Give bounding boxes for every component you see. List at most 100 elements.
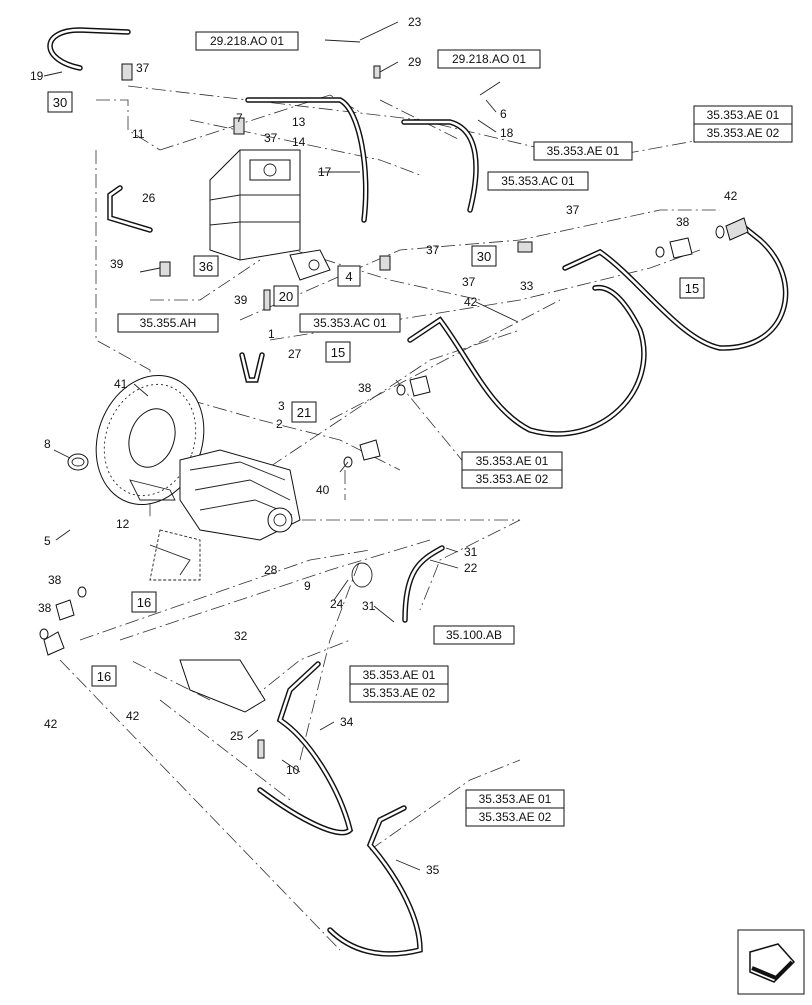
callout-label: 8	[44, 437, 51, 451]
pump-assembly	[149, 449, 301, 581]
callout-label: 37	[264, 131, 278, 145]
callout-label: 29	[408, 55, 422, 69]
ref-box: 35.353.AE 02	[465, 807, 565, 827]
ref-box-label: 35.353.AE 01	[707, 108, 780, 122]
callout-label: 33	[520, 279, 534, 293]
ref-box: 35.100.AB	[433, 625, 515, 645]
group-box: 16	[91, 665, 117, 687]
ref-box: 29.218.AO 01	[437, 49, 541, 69]
hoses	[47, 27, 789, 957]
group-box-label: 21	[297, 405, 311, 420]
ref-box-label: 35.353.AE 01	[547, 144, 620, 158]
callout-label: 24	[330, 597, 344, 611]
flywheel-housing	[95, 374, 205, 506]
routing-lines	[59, 85, 720, 951]
callout-label: 37	[136, 61, 150, 75]
group-box-label: 15	[685, 281, 699, 296]
ref-box: 35.355.AH	[117, 313, 219, 333]
seal-ring	[67, 453, 89, 471]
callout-label: 2	[276, 417, 283, 431]
ref-box-label: 35.353.AC 01	[501, 174, 575, 188]
control-valve	[209, 149, 331, 281]
ref-box: 35.353.AE 01	[349, 665, 449, 685]
callout-label: 37	[426, 243, 440, 257]
ref-box: 35.353.AE 02	[461, 469, 563, 489]
ref-box: 35.353.AE 01	[693, 105, 793, 125]
callout-label: 5	[44, 534, 51, 548]
callout-label: 11	[132, 127, 145, 141]
ref-box: 35.353.AE 02	[349, 683, 449, 703]
ref-box-label: 35.353.AE 01	[363, 668, 436, 682]
group-box: 30	[47, 91, 73, 113]
callout-label: 25	[230, 729, 244, 743]
group-box-label: 16	[137, 595, 151, 610]
callout-label: 12	[116, 517, 130, 531]
leader-lines	[43, 21, 519, 871]
reference-boxes: 29.218.AO 01 29.218.AO 01 35.353.AE 01 3…	[117, 31, 793, 827]
group-box: 36	[193, 255, 219, 277]
nav-arrow-icon	[737, 929, 805, 995]
callout-label: 38	[676, 215, 690, 229]
seal-ring-inner	[71, 457, 85, 467]
small-parts	[39, 39, 749, 759]
group-box-label: 16	[97, 669, 111, 684]
callout-label: 42	[44, 717, 58, 731]
callout-label: 1	[268, 327, 275, 341]
ref-box: 35.353.AC 01	[299, 313, 401, 333]
ref-box-label: 35.353.AE 02	[707, 126, 780, 140]
ref-box: 35.353.AC 01	[487, 171, 589, 191]
callout-label: 31	[362, 599, 376, 613]
callout-label: 27	[288, 347, 302, 361]
callout-label: 39	[110, 257, 124, 271]
callout-label: 7	[236, 111, 243, 125]
callout-label: 6	[500, 107, 507, 121]
callout-label: 28	[264, 563, 278, 577]
callout-label: 23	[408, 15, 422, 29]
callout-label: 26	[142, 191, 156, 205]
ref-box-label: 35.353.AC 01	[313, 316, 387, 330]
callout-label: 22	[464, 561, 478, 575]
ref-box-label: 29.218.AO 01	[210, 34, 284, 48]
ref-box: 35.353.AE 01	[465, 789, 565, 809]
ref-box: 35.353.AE 02	[693, 123, 793, 143]
callout-label: 41	[114, 377, 128, 391]
group-box-label: 30	[477, 249, 491, 264]
callout-label: 32	[234, 629, 248, 643]
callout-label: 9	[304, 579, 311, 593]
callout-label: 34	[340, 715, 354, 729]
callout-label: 19	[30, 69, 44, 83]
group-box: 15	[679, 277, 705, 299]
ref-box-label: 35.100.AB	[446, 628, 502, 642]
ref-box: 35.353.AE 01	[533, 141, 633, 161]
group-box: 21	[291, 401, 317, 423]
group-box-label: 30	[53, 95, 67, 110]
callout-label: 37	[566, 203, 580, 217]
group-box-label: 20	[279, 289, 293, 304]
ref-box-label: 35.353.AE 01	[476, 454, 549, 468]
group-box-label: 36	[199, 259, 213, 274]
ref-box-label: 29.218.AO 01	[452, 52, 526, 66]
group-box: 4	[337, 265, 361, 287]
callout-label: 40	[316, 483, 330, 497]
group-box: 16	[131, 591, 157, 613]
callout-label: 31	[464, 545, 478, 559]
group-box: 30	[471, 245, 497, 267]
ref-box-label: 35.353.AE 02	[479, 810, 552, 824]
group-box-label: 15	[331, 345, 345, 360]
callout-label: 38	[48, 573, 62, 587]
callout-label: 37	[462, 275, 476, 289]
callout-label: 10	[286, 763, 300, 777]
group-boxes: 30 36 4 20 30 15 15 21 16 16	[47, 91, 705, 687]
callout-label: 38	[358, 381, 372, 395]
callout-label: 42	[724, 189, 738, 203]
callout-label: 18	[500, 126, 514, 140]
group-box: 15	[325, 341, 351, 363]
ref-box-label: 35.353.AE 01	[479, 792, 552, 806]
ref-box-label: 35.355.AH	[140, 316, 197, 330]
callout-label: 14	[292, 135, 306, 149]
callout-label: 39	[234, 293, 248, 307]
ref-box-label: 35.353.AE 02	[476, 472, 549, 486]
ref-box: 29.218.AO 01	[195, 31, 299, 51]
